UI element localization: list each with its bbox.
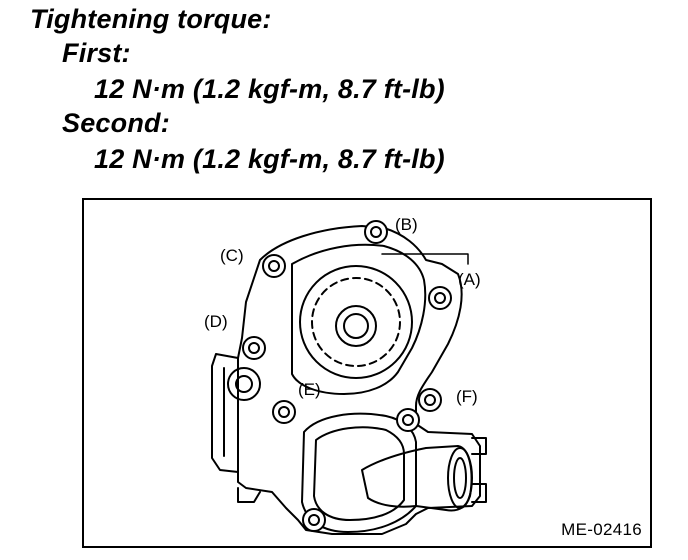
bolt-h bbox=[302, 508, 326, 532]
pump-housing-outline bbox=[237, 225, 481, 535]
bolt-f bbox=[418, 388, 442, 412]
bolts bbox=[242, 220, 452, 532]
first-step-value: 12 N·m (1.2 kgf-m, 8.7 ft-lb) bbox=[94, 74, 445, 104]
water-pump-drawing: (B) (C) (A) (D) (E) (F) bbox=[204, 215, 487, 535]
pump-shaft-boss bbox=[335, 305, 377, 347]
bolt-d bbox=[242, 336, 266, 360]
bolt-b bbox=[364, 220, 388, 244]
callout-d: (D) bbox=[204, 312, 228, 331]
left-stub bbox=[237, 487, 261, 503]
left-boss-bore bbox=[235, 375, 253, 393]
callout-f: (F) bbox=[456, 387, 478, 406]
callout-e: (E) bbox=[298, 380, 321, 399]
callout-a: (A) bbox=[458, 270, 481, 289]
bolt-c bbox=[262, 254, 286, 278]
second-step-label: Second: bbox=[62, 108, 170, 138]
thermostat-case-inner bbox=[313, 426, 405, 521]
pump-pulley-ring bbox=[311, 277, 401, 367]
first-step-label: First: bbox=[62, 38, 131, 68]
pump-shaft-bore bbox=[343, 313, 369, 339]
figure-id: ME-02416 bbox=[561, 520, 642, 539]
outlet-pipe-top bbox=[471, 437, 487, 455]
bolt-a bbox=[428, 286, 452, 310]
hose-outlet-flange bbox=[447, 447, 473, 509]
torque-heading: Tightening torque: bbox=[30, 4, 272, 34]
outlet-pipe-bottom bbox=[471, 483, 487, 503]
callout-c: (C) bbox=[220, 246, 244, 265]
torque-specification: Tightening torque: First: 12 N·m (1.2 kg… bbox=[0, 0, 688, 190]
housing-inner-contour bbox=[291, 243, 427, 395]
left-bracket bbox=[211, 353, 239, 473]
callout-b: (B) bbox=[395, 215, 418, 234]
bolt-g bbox=[396, 408, 420, 432]
second-step-value: 12 N·m (1.2 kgf-m, 8.7 ft-lb) bbox=[94, 144, 445, 174]
leader-a bbox=[381, 253, 469, 265]
water-pump-figure: (B) (C) (A) (D) (E) (F) ME-02416 bbox=[82, 198, 652, 548]
left-boss bbox=[227, 367, 261, 401]
bolt-e bbox=[272, 400, 296, 424]
pump-pulley-outer bbox=[299, 265, 413, 379]
hose-outlet-bore bbox=[453, 457, 467, 499]
